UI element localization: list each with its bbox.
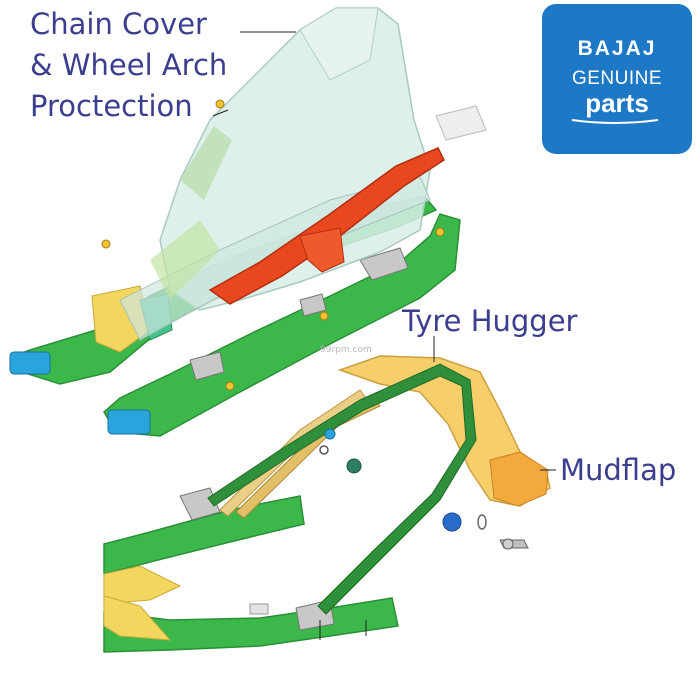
badge-swoosh-icon xyxy=(571,119,659,124)
upper-swingarm-right-arm xyxy=(103,213,461,437)
badge-parts-text: parts xyxy=(585,88,649,118)
leader-lines xyxy=(212,31,556,640)
mudflap-label: Mudflap xyxy=(560,453,677,487)
axle-block-right xyxy=(107,409,151,435)
badge-genuine-text: GENUINE xyxy=(571,68,663,89)
tyre-hugger-stay xyxy=(207,363,477,615)
upper-fasteners xyxy=(101,99,445,391)
tyre-hugger-label: Tyre Hugger xyxy=(402,304,578,338)
chain-cover-label-line1: Chain Cover xyxy=(30,7,207,41)
bajaj-genuine-parts-logo: BAJAJ GENUINE parts xyxy=(542,4,692,154)
chain-cover-label-line3: Proctection xyxy=(30,89,193,123)
axle-block-left xyxy=(9,351,51,375)
tyre-hugger xyxy=(207,355,551,615)
chain-cover-label-line2: & Wheel Arch xyxy=(30,48,228,82)
chain-guard-red xyxy=(208,105,487,305)
badge-brand-text: BAJAJ xyxy=(577,37,657,60)
watermark-text: 99rpm.com xyxy=(320,345,372,355)
lower-swingarm-upper-arm xyxy=(103,495,305,575)
chain-cover-label-block: Chain Cover & Wheel Arch Proctection xyxy=(30,10,227,133)
